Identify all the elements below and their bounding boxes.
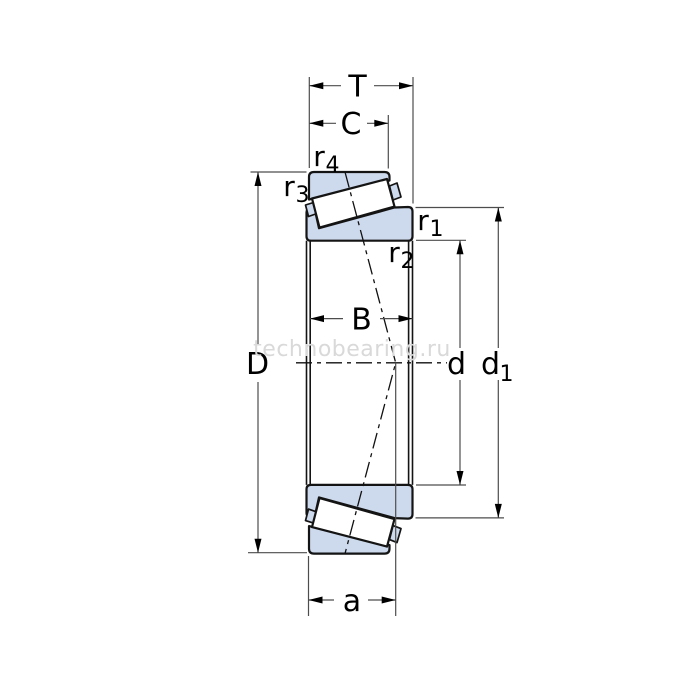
- dim-label-d: d: [447, 347, 466, 382]
- chamfer-label-r1: r 1: [417, 204, 443, 242]
- bearing-half-section: [304, 170, 414, 242]
- dim-label-d1-base: d: [481, 347, 500, 382]
- dim-label-T: T: [347, 70, 367, 105]
- dimension-a: a: [308, 584, 396, 619]
- arrowhead-down-icon: [254, 538, 262, 553]
- chamfer-label-r2-sub: 2: [401, 249, 415, 274]
- chamfer-label-r1-base: r: [417, 204, 429, 237]
- arrowhead-up-icon: [494, 207, 502, 222]
- dim-label-D: D: [246, 347, 269, 382]
- chamfer-label-r1-sub: 1: [430, 217, 444, 242]
- arrowhead-left-icon: [309, 82, 324, 90]
- dim-label-B: B: [351, 303, 372, 338]
- dimension-T: T: [309, 70, 413, 105]
- dim-label-a: a: [343, 584, 361, 619]
- arrowhead-right-icon: [381, 596, 396, 604]
- dim-label-C: C: [341, 107, 362, 142]
- arrowhead-down-icon: [494, 503, 502, 518]
- chamfer-label-r3: r 3: [283, 170, 309, 208]
- chamfer-label-r4-base: r: [313, 140, 325, 173]
- chamfer-label-r2: r 2: [388, 236, 414, 274]
- arrowhead-up-icon: [456, 240, 464, 255]
- dimension-d: d: [447, 240, 466, 485]
- pressure-line: [344, 171, 397, 554]
- dimension-C: C: [309, 107, 389, 142]
- chamfer-label-r4-sub: 4: [326, 153, 340, 178]
- dimension-d1: d 1: [481, 207, 514, 518]
- arrowhead-right-icon: [399, 82, 413, 90]
- chamfer-label-r3-sub: 3: [296, 183, 310, 208]
- arrowhead-right-icon: [374, 119, 389, 127]
- bearing-half-section-mirrored: [304, 483, 414, 555]
- watermark-text: technobearing.ru: [253, 337, 451, 362]
- chamfer-label-r2-base: r: [388, 236, 400, 269]
- dim-label-d1-sub: 1: [500, 362, 514, 387]
- arrowhead-down-icon: [456, 471, 464, 485]
- arrowhead-left-icon: [308, 596, 323, 604]
- arrowhead-left-icon: [309, 119, 324, 127]
- dimension-B: B: [310, 303, 413, 338]
- extension-lines: [248, 77, 504, 616]
- dimension-D: D: [246, 172, 269, 553]
- chamfer-label-r3-base: r: [283, 170, 295, 203]
- arrowhead-left-icon: [310, 315, 324, 323]
- arrowhead-up-icon: [254, 172, 262, 186]
- chamfer-label-r4: r 4: [313, 140, 339, 178]
- arrowhead-right-icon: [398, 315, 413, 323]
